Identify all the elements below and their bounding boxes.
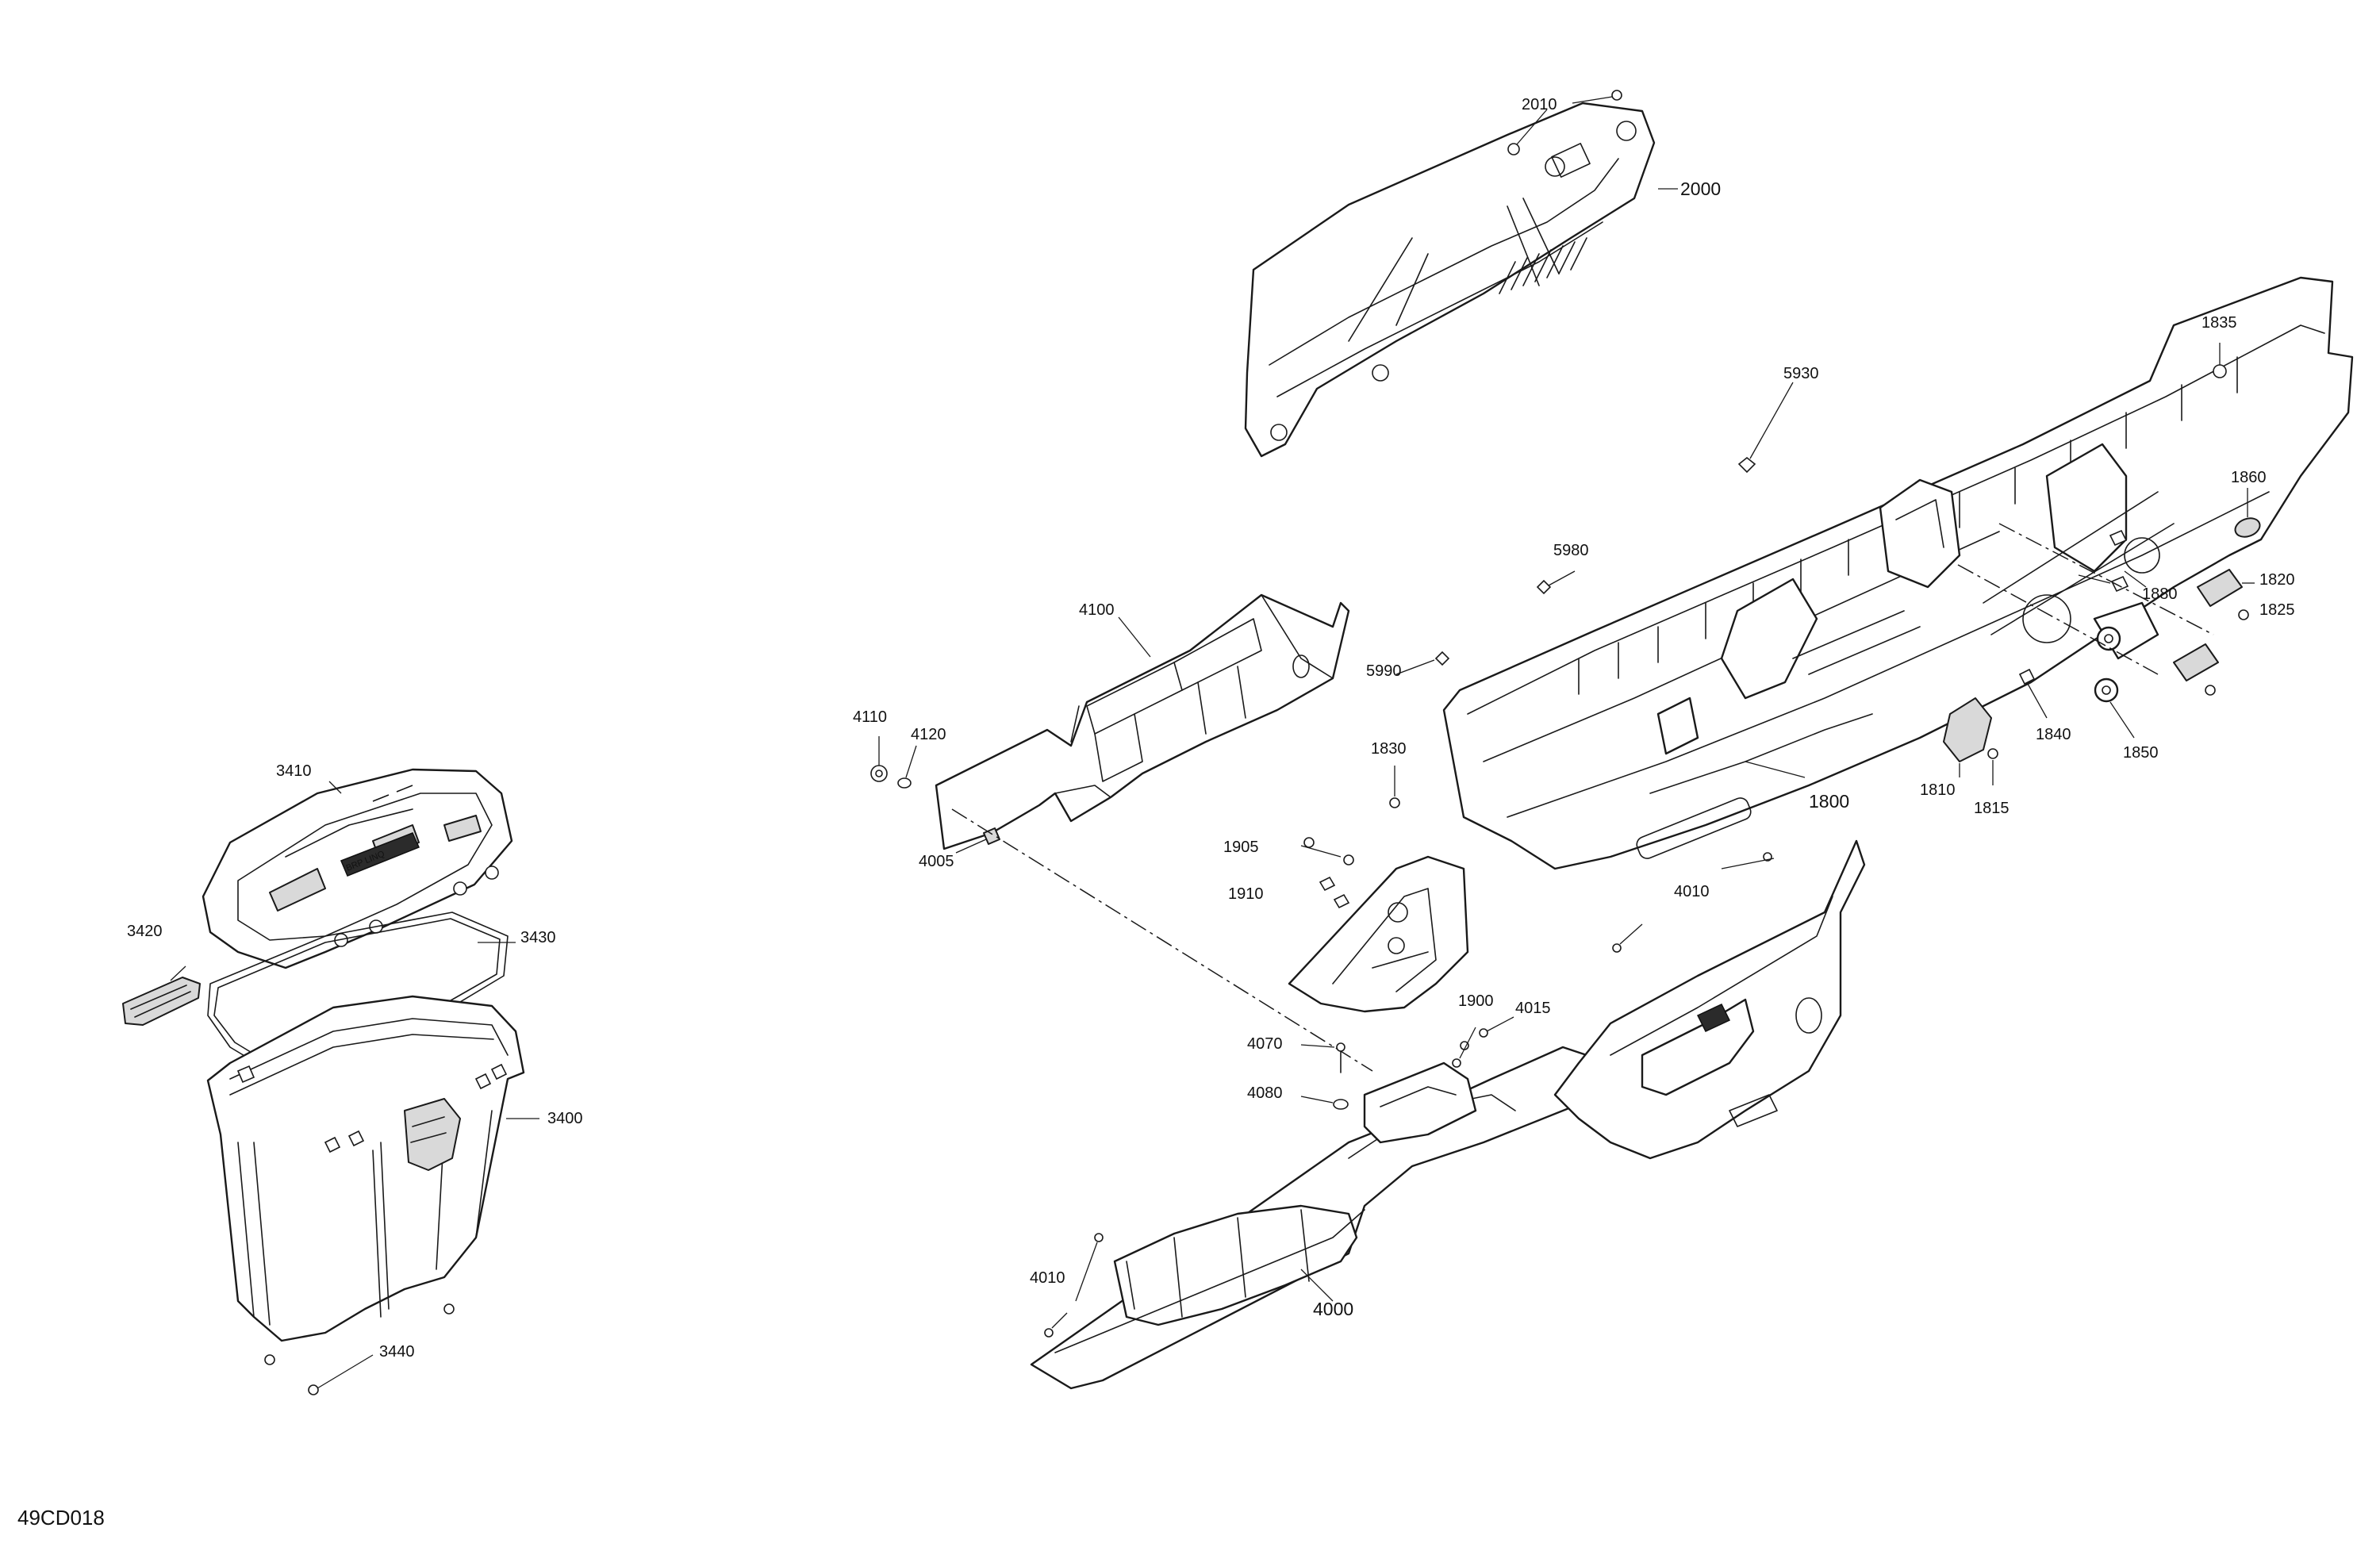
callout-4015: 4015 (1515, 1000, 1551, 1017)
part-4015-screw[interactable] (1460, 1016, 1514, 1050)
part-3440-plug[interactable] (264, 1303, 455, 1395)
callout-3440: 3440 (379, 1343, 415, 1361)
part-4000-lower-box[interactable] (1030, 1046, 1588, 1390)
part-4120-washer[interactable] (897, 745, 917, 789)
part-1810-bracket[interactable] (1943, 697, 1992, 777)
callout-4080: 4080 (1247, 1084, 1283, 1102)
callout-4110: 4110 (853, 708, 887, 726)
part-1820-latch[interactable] (2173, 569, 2255, 681)
part-4000-guide-line (951, 808, 1373, 1072)
callout-4005: 4005 (919, 853, 954, 870)
part-2010-screw-group[interactable] (1507, 90, 1622, 155)
part-4070-screw[interactable] (1300, 1042, 1345, 1073)
callout-5930: 5930 (1783, 365, 1819, 382)
part-5980-clip[interactable] (1536, 570, 1576, 595)
part-3400-bin[interactable] (206, 995, 525, 1342)
callout-1880: 1880 (2142, 585, 2178, 603)
callout-4000: 4000 (1313, 1299, 1353, 1319)
callout-1905: 1905 (1223, 839, 1259, 856)
callout-1900: 1900 (1458, 992, 1494, 1010)
part-1825-screw[interactable] (2205, 609, 2249, 696)
callout-1840: 1840 (2036, 726, 2071, 743)
part-2780-guide-line (1957, 523, 2214, 675)
leader-4000 (1300, 1269, 1334, 1302)
callout-3420: 3420 (127, 923, 163, 940)
callout-1800: 1800 (1809, 791, 1849, 812)
callout-4120: 4120 (911, 726, 946, 743)
part-4010-bracket[interactable] (1553, 839, 1866, 1160)
callout-2000: 2000 (1680, 178, 1721, 199)
part-4005-clip[interactable] (955, 827, 1000, 854)
callout-1835: 1835 (2202, 314, 2237, 332)
callout-4010-upper: 4010 (1674, 883, 1710, 900)
part-1860-grommet[interactable] (2232, 488, 2263, 540)
part-1880-clip[interactable] (2109, 529, 2147, 593)
part-1910-clip[interactable] (1319, 876, 1350, 909)
callout-5990: 5990 (1366, 662, 1402, 680)
callout-1820: 1820 (2259, 571, 2295, 589)
callout-1860: 1860 (2231, 469, 2267, 486)
part-4080-washer[interactable] (1300, 1096, 1349, 1110)
part-1840-clip[interactable] (2018, 668, 2048, 719)
part-1835-nut[interactable] (2213, 343, 2227, 378)
callout-1830: 1830 (1371, 740, 1407, 758)
part-2000-upper-rail[interactable] (1244, 102, 1656, 458)
part-1830-clip[interactable] (1389, 766, 1400, 808)
part-1815-screw[interactable] (1987, 748, 1998, 785)
callout-1815: 1815 (1974, 800, 2010, 817)
callout-4070: 4070 (1247, 1035, 1283, 1053)
callout-3430: 3430 (520, 929, 556, 946)
part-3410-lid[interactable] (202, 768, 513, 969)
part-5930-clip[interactable] (1737, 382, 1794, 474)
callout-3410: 3410 (276, 762, 312, 780)
part-4010-lower-screws[interactable] (1044, 1233, 1104, 1338)
callout-4010-lower: 4010 (1030, 1269, 1065, 1287)
part-5990-clip[interactable] (1395, 651, 1450, 675)
callout-4100: 4100 (1079, 601, 1115, 619)
callout-1850: 1850 (2123, 744, 2159, 762)
callout-3400: 3400 (547, 1110, 583, 1127)
callout-1910: 1910 (1228, 885, 1264, 903)
callout-1810: 1810 (1920, 781, 1956, 799)
callout-labels: 2010 2000 1835 5930 1860 5980 1820 1880 … (127, 96, 2295, 1361)
part-1905-screw[interactable] (1300, 837, 1354, 866)
callout-1825: 1825 (2259, 601, 2295, 619)
figure-id: 49CD018 (17, 1506, 105, 1530)
part-3420-handle[interactable] (122, 977, 201, 1026)
part-1900-fastener[interactable] (1452, 1027, 1476, 1068)
part-4100-storage-box[interactable] (935, 593, 1350, 850)
callout-2010: 2010 (1522, 96, 1557, 113)
part-4110-screw[interactable] (870, 736, 888, 782)
leader-lines (170, 188, 2111, 1119)
part-1900-bracket[interactable] (1288, 855, 1469, 1013)
part-1800-main-panel[interactable] (1442, 276, 2354, 870)
callout-5980: 5980 (1553, 542, 1589, 559)
